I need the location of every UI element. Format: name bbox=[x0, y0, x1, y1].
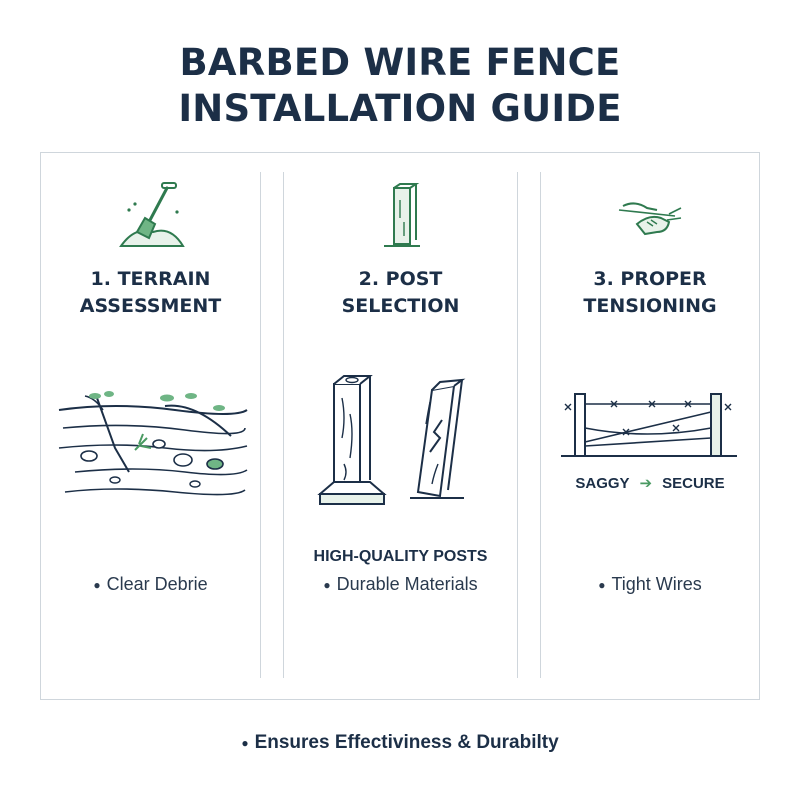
step-heading: 2. POST SELECTION bbox=[341, 268, 460, 317]
title-line-1: BARBED WIRE FENCE bbox=[179, 41, 621, 84]
wooden-post-icon bbox=[384, 183, 420, 247]
wire-tension-illustration bbox=[561, 393, 737, 457]
tension-comparison: SAGGY ➔ SECURE bbox=[541, 474, 759, 492]
posts-comparison-illustration bbox=[317, 375, 466, 505]
footer-note: ●Ensures Effectiviness & Durabilty bbox=[241, 732, 559, 753]
column-divider bbox=[517, 172, 518, 678]
step-heading: 3. PROPER TENSIONING bbox=[583, 268, 717, 317]
bullet-item: ●Durable Materials bbox=[323, 574, 478, 594]
title-line-2: INSTALLATION GUIDE bbox=[178, 87, 622, 130]
bullet-item: ●Tight Wires bbox=[598, 574, 702, 594]
step-proper-tensioning: 3. PROPER TENSIONING SAGGY ➔ SECURE ●Tight… bbox=[541, 152, 759, 700]
step-post-selection: 2. POST SELECTION HIGH-QUALITY POSTS ●Du… bbox=[284, 152, 517, 700]
bullet-item: ●Clear Debrie bbox=[93, 574, 208, 594]
arrow-right-icon: ➔ bbox=[639, 475, 653, 492]
hands-pulling-wire-icon bbox=[618, 202, 682, 236]
column-divider bbox=[260, 172, 261, 678]
secure-label: SECURE bbox=[662, 475, 725, 492]
page-title: BARBED WIRE FENCE INSTALLATION GUIDE bbox=[0, 40, 800, 132]
terrain-debris-illustration bbox=[58, 391, 248, 496]
posts-subheading: HIGH-QUALITY POSTS bbox=[313, 548, 488, 565]
step-heading: 1. TERRAIN ASSESSMENT bbox=[79, 268, 222, 317]
shovel-icon bbox=[119, 182, 185, 247]
column-divider bbox=[283, 172, 284, 678]
column-divider bbox=[540, 172, 541, 678]
step-terrain-assessment: 1. TERRAIN ASSESSMENT ●Clear Debrie bbox=[41, 152, 260, 700]
steps-panel bbox=[40, 152, 760, 700]
saggy-label: SAGGY bbox=[575, 475, 630, 492]
